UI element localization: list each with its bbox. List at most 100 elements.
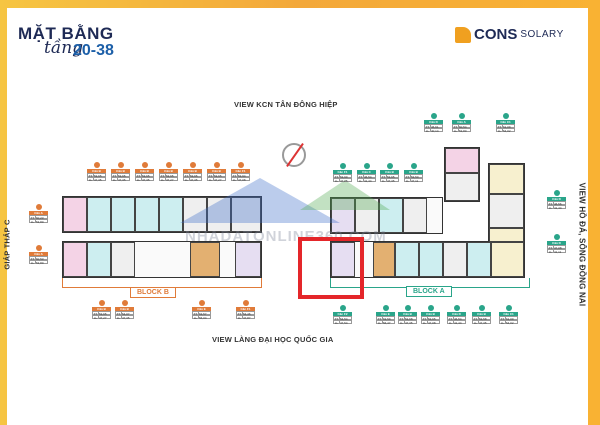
area-value: 41,11 bbox=[554, 250, 562, 254]
area-value: 47,35 bbox=[118, 178, 126, 182]
area-value: 53,65 bbox=[118, 174, 126, 178]
unit-type: Căn F2 bbox=[333, 312, 352, 316]
apartment-unit bbox=[331, 198, 355, 233]
area-label: LL bbox=[88, 178, 94, 182]
area-label: TT bbox=[208, 174, 214, 178]
area-value: 54,07 bbox=[122, 312, 130, 316]
area-value: 54,46 bbox=[243, 312, 251, 316]
area-label: TT bbox=[405, 175, 411, 179]
area-value: 53,80 bbox=[36, 261, 44, 265]
unit-number-badge bbox=[553, 234, 560, 240]
area-label: TT bbox=[358, 175, 364, 179]
apartment-unit bbox=[419, 242, 443, 277]
area-label: TT bbox=[334, 175, 340, 179]
area-value: 53,65 bbox=[99, 312, 107, 316]
area-value: 53,50 bbox=[411, 175, 419, 179]
area-value: 60,54 bbox=[459, 125, 467, 129]
area-label: TT bbox=[377, 317, 383, 321]
apartment-unit bbox=[395, 242, 419, 277]
area-value: 61,09 bbox=[503, 125, 511, 129]
area-value: 56,04 bbox=[199, 316, 207, 320]
area-label: TT bbox=[193, 312, 199, 316]
bcons-logo: CONS SOLARY bbox=[455, 26, 564, 43]
unit-number-badge bbox=[453, 305, 460, 311]
area-label: LL bbox=[334, 179, 340, 183]
area-value: 47,35 bbox=[94, 178, 102, 182]
unit-type: Căn B bbox=[207, 169, 226, 173]
unit-number-badge bbox=[141, 162, 148, 168]
area-label: LL bbox=[381, 179, 387, 183]
area-label: LL bbox=[422, 321, 428, 325]
area-value: 53,65 bbox=[142, 174, 150, 178]
area-label: TT bbox=[30, 257, 36, 261]
unit-type: Căn D bbox=[447, 312, 466, 316]
unit-number-badge bbox=[339, 305, 346, 311]
apartment-unit bbox=[491, 242, 524, 277]
apartment-unit bbox=[235, 242, 261, 277]
unit-type: Căn D bbox=[547, 241, 566, 245]
area-value: 53,65 bbox=[190, 174, 198, 178]
area-value: 53,94 bbox=[238, 174, 246, 178]
area-value: 47,11 bbox=[411, 179, 419, 183]
area-value: 47,54 bbox=[340, 321, 348, 325]
apartment-unit bbox=[135, 197, 159, 232]
area-value: 53,65 bbox=[166, 174, 174, 178]
area-label: TT bbox=[448, 317, 454, 321]
logo-sub: SOLARY bbox=[520, 29, 564, 40]
area-value: 63,57 bbox=[199, 312, 207, 316]
area-label: TT bbox=[237, 312, 243, 316]
area-label: TT bbox=[136, 174, 142, 178]
unit-number-badge bbox=[382, 305, 389, 311]
unit-type: Căn A bbox=[29, 252, 48, 256]
unit-number-badge bbox=[363, 163, 370, 169]
area-value: 56,47 bbox=[383, 321, 391, 325]
unit-number-badge bbox=[198, 300, 205, 306]
area-label: TT bbox=[116, 312, 122, 316]
block-b-label: BLOCK B bbox=[130, 287, 176, 298]
area-value: 53,68 bbox=[405, 317, 413, 321]
apartment-unit bbox=[63, 197, 87, 232]
unit-type: Căn A bbox=[452, 120, 471, 124]
area-label: LL bbox=[448, 321, 454, 325]
unit-type: Căn F1 bbox=[236, 307, 255, 311]
unit-number-badge bbox=[121, 300, 128, 306]
unit-number-badge bbox=[117, 162, 124, 168]
unit-type: Căn D bbox=[424, 120, 443, 124]
unit-number-badge bbox=[35, 245, 42, 251]
